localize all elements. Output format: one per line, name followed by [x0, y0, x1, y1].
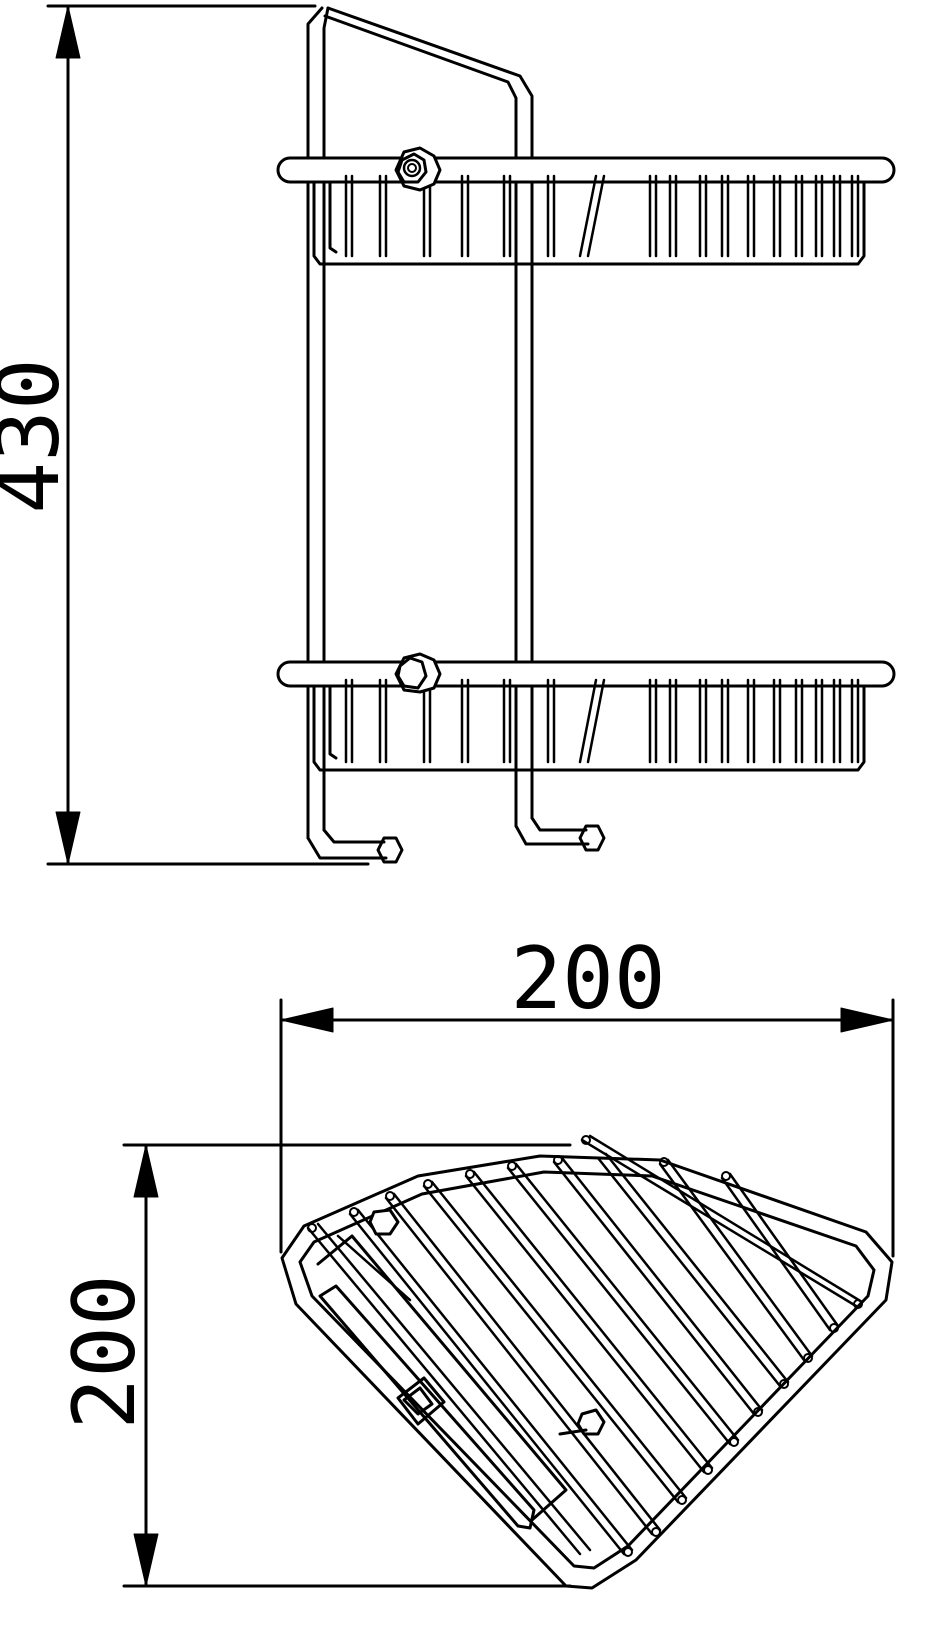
upper-shelf	[276, 146, 896, 266]
rail-bracket	[396, 1376, 446, 1426]
basket-slat-caps	[307, 1135, 863, 1557]
width-arrow-right	[840, 1007, 894, 1033]
rail-fixing-screw-bottom	[558, 1408, 606, 1436]
height-arrow-top	[55, 5, 81, 59]
height-dimension-label: 430	[0, 358, 79, 513]
top-view	[122, 998, 895, 1590]
lower-shelf	[276, 652, 896, 772]
lower-shelf-slats	[344, 678, 860, 764]
height-dimension	[46, 4, 370, 866]
wall-mounting-rail	[316, 1208, 606, 1530]
left-hook-cap	[376, 836, 404, 864]
depth-dimension	[122, 1143, 572, 1588]
left-frame-post	[306, 6, 606, 864]
upper-shelf-fixing-nut	[394, 146, 442, 192]
depth-dimension-label: 200	[55, 1274, 155, 1429]
depth-arrow-top	[133, 1144, 159, 1198]
left-hook	[306, 836, 388, 860]
width-arrow-left	[280, 1007, 334, 1033]
lower-shelf-fixing-nut	[394, 652, 442, 694]
rail-fixing-screw-top	[368, 1208, 400, 1236]
right-hook-cap	[578, 824, 606, 852]
upper-shelf-slats	[344, 174, 860, 258]
height-arrow-bottom	[55, 811, 81, 865]
basket-rim	[280, 1154, 894, 1590]
side-view	[46, 4, 896, 866]
basket-wire-slats	[306, 1134, 864, 1556]
right-hook	[514, 824, 590, 846]
depth-arrow-bottom	[133, 1533, 159, 1587]
width-dimension-label: 200	[510, 929, 665, 1029]
width-dimension	[279, 998, 895, 1258]
